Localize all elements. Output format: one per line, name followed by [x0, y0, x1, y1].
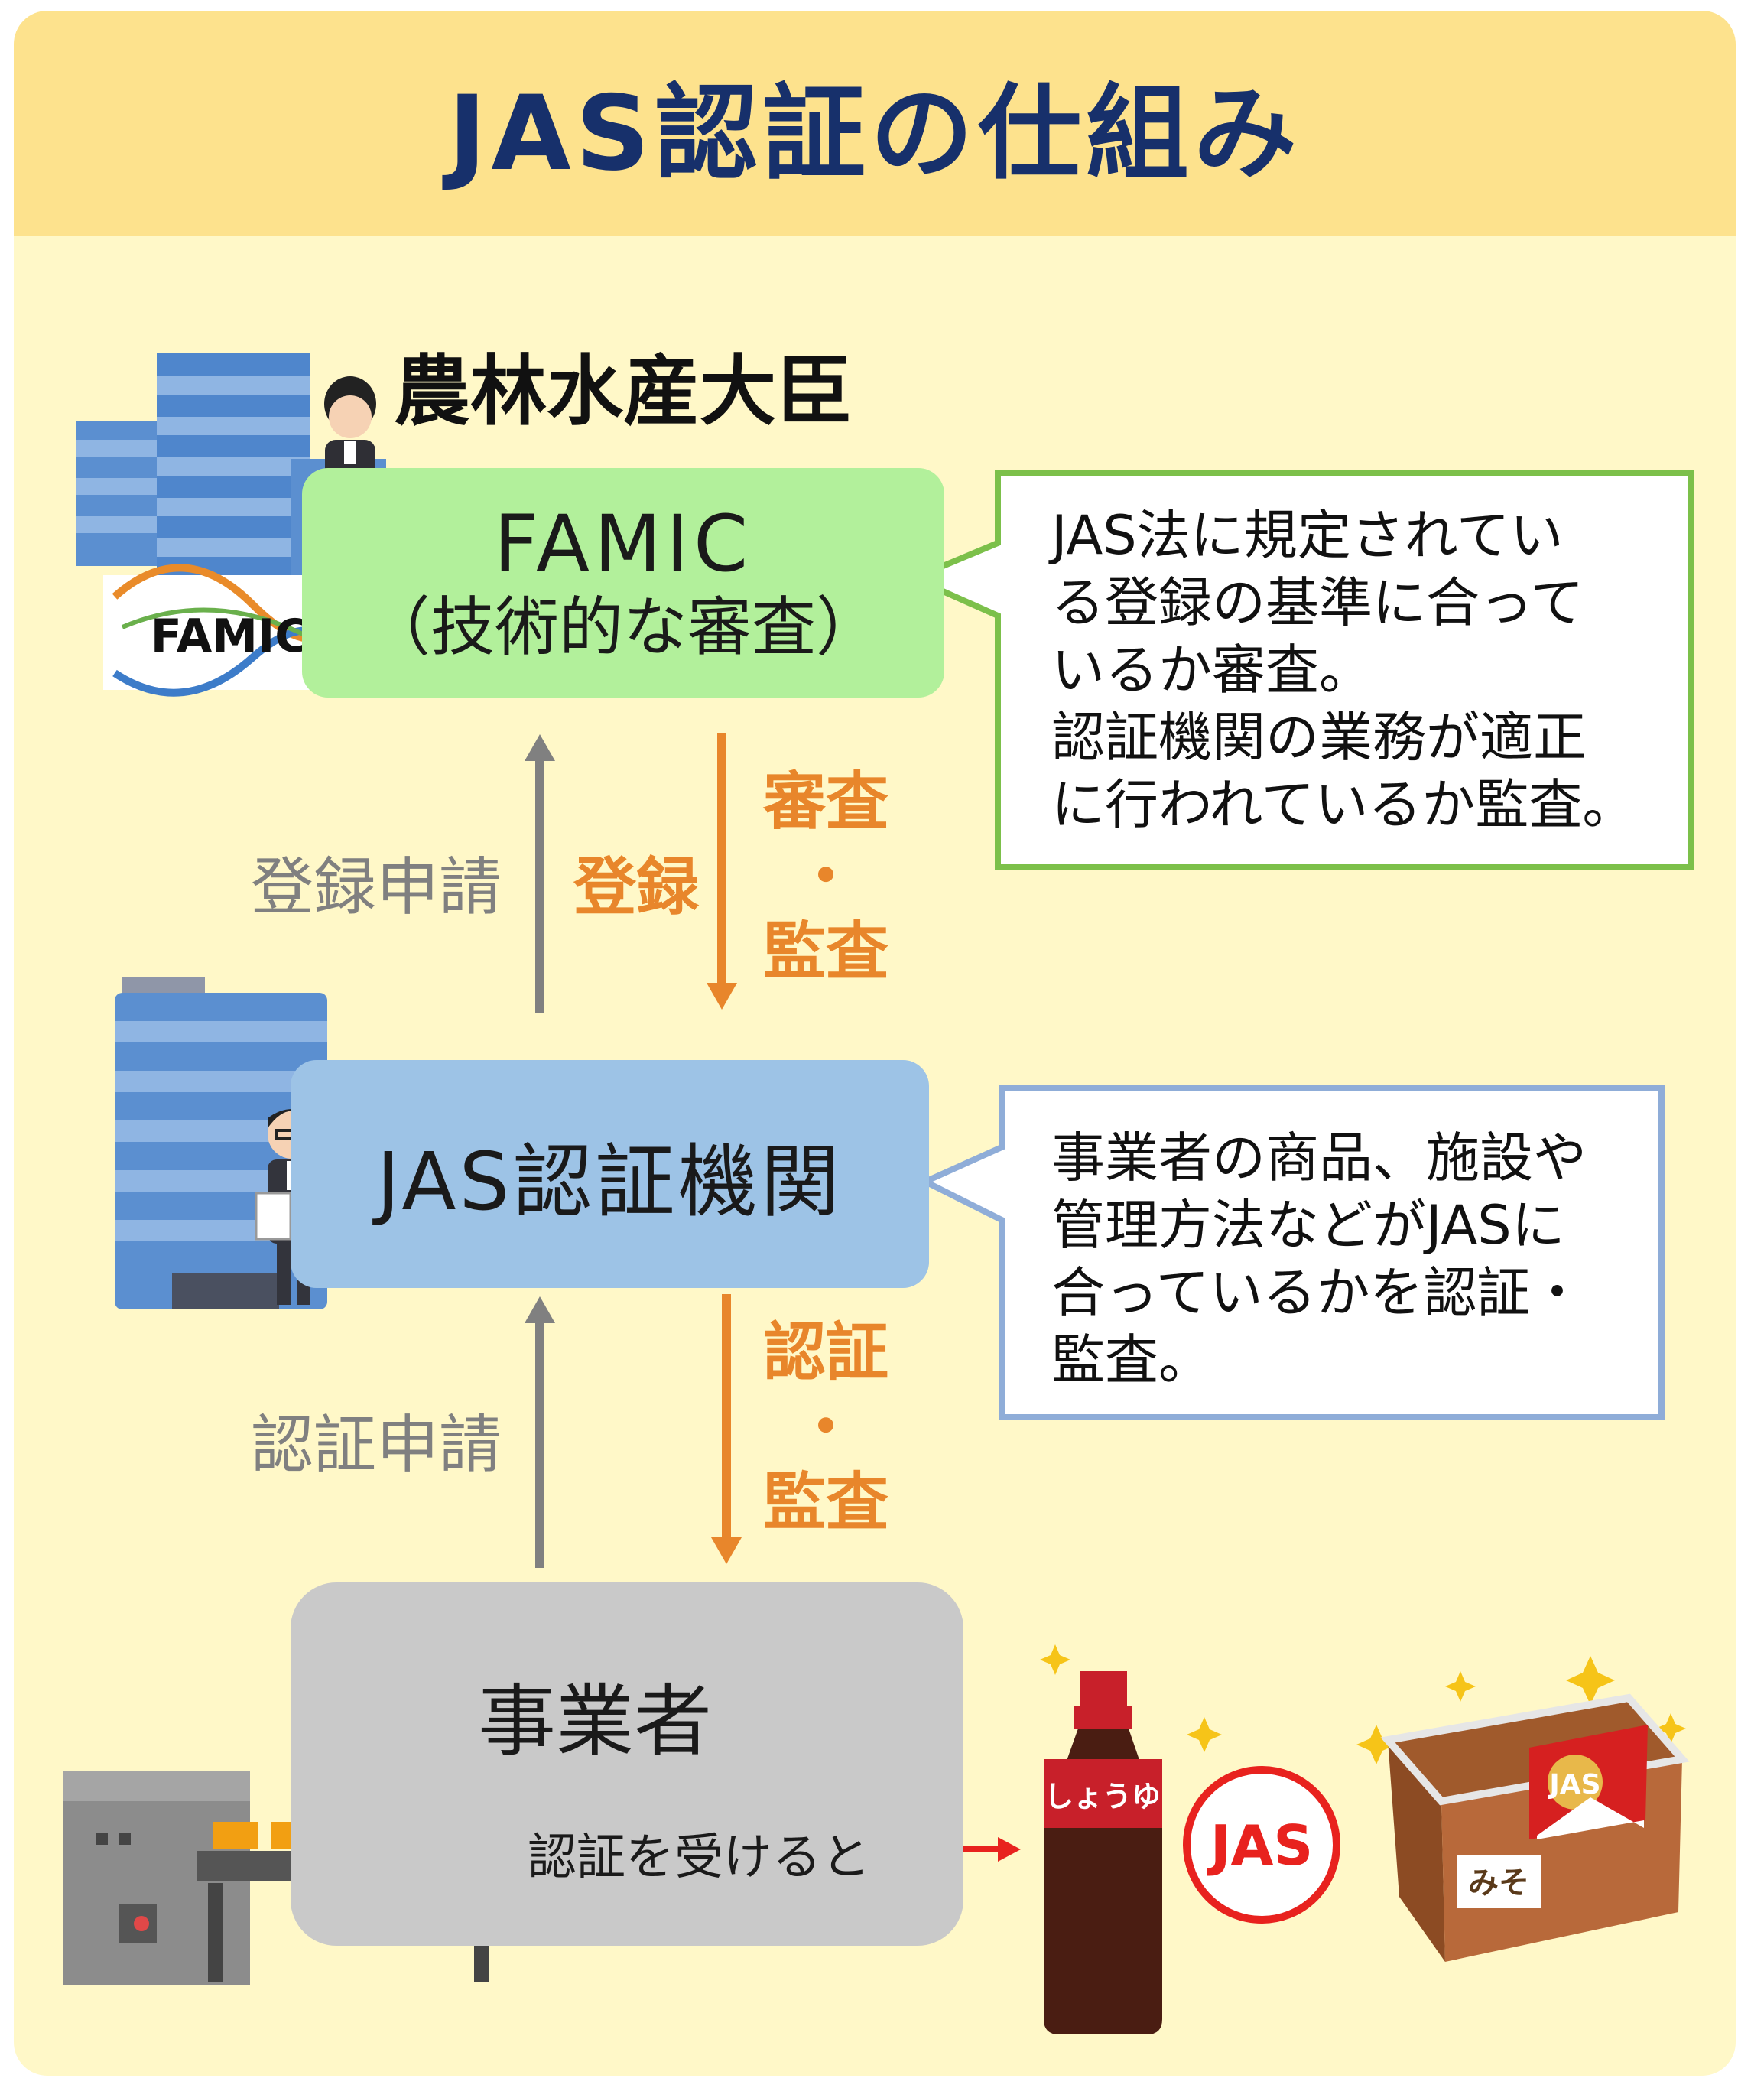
famic-callout-line: JAS法に規定されてい [1051, 504, 1564, 567]
svg-text:JAS: JAS [1547, 1769, 1600, 1800]
arrow-audit-down [707, 733, 737, 1010]
cert-audit-label-line: ・ [794, 1391, 857, 1464]
title-banner [14, 11, 1736, 236]
famic-callout-line: に行われているか監査。 [1051, 773, 1636, 836]
business-note: 認証を受けると [528, 1829, 870, 1886]
jas-callout-line: 事業者の商品、施設や [1051, 1127, 1587, 1189]
soy-sauce-bottle-icon: しょうゆ [1044, 1671, 1162, 2034]
business-box: 事業者 認証を受けると [291, 1582, 963, 1946]
famic-subtitle: （技術的な審査） [365, 590, 880, 665]
famic-name: FAMIC [493, 498, 753, 590]
famic-box: FAMIC （技術的な審査） [302, 468, 944, 698]
svg-text:FAMIC: FAMIC [151, 610, 309, 663]
arrow-cert-apply [525, 1296, 555, 1568]
jas-callout-text: 事業者の商品、施設や 管理方法などがJASに 合っているかを認証・ 監査。 [1051, 1124, 1587, 1394]
svg-text:しょうゆ: しょうゆ [1044, 1780, 1161, 1813]
audit-label-line: ・ [794, 841, 857, 913]
arrow-cert-down [711, 1294, 742, 1564]
register-label: 登録 [573, 851, 700, 924]
audit-label-line: 監査 [762, 916, 888, 988]
register-apply-label: 登録申請 [251, 851, 502, 924]
audit-label: 審査 ・ 監査 [757, 765, 895, 990]
business-name: 事業者 [478, 1677, 712, 1768]
famic-callout-line: いるか審査。 [1051, 639, 1373, 701]
jas-callout-line: 管理方法などがJASに [1051, 1194, 1565, 1257]
jas-body-name: JAS認証機関 [376, 1134, 843, 1228]
audit-label-line: 審査 [762, 766, 888, 838]
jas-callout-line: 監査。 [1051, 1329, 1212, 1391]
cert-apply-label: 認証申請 [251, 1409, 502, 1481]
page-title: JAS認証の仕組み [448, 73, 1301, 194]
minister-label: 農林水産大臣 [394, 346, 853, 436]
arrow-register-apply [525, 734, 555, 1013]
famic-callout-line: る登録の基準に合って [1051, 571, 1584, 634]
cert-audit-label-line: 監査 [762, 1466, 888, 1539]
jas-body-box: JAS認証機関 [291, 1060, 929, 1288]
cert-audit-label-line: 認証 [762, 1316, 888, 1389]
cert-audit-label: 認証 ・ 監査 [757, 1316, 895, 1540]
famic-callout-line: 認証機関の業務が適正 [1051, 706, 1587, 769]
famic-callout-shape [905, 470, 1694, 870]
jas-mark-icon: JAS [1183, 1766, 1340, 1924]
svg-text:JAS: JAS [1207, 1813, 1313, 1878]
famic-callout-text: JAS法に規定されてい る登録の基準に合って いるか審査。 認証機関の業務が適正… [1051, 502, 1636, 838]
jas-callout-line: 合っているかを認証・ [1051, 1261, 1584, 1324]
miso-container-icon: みそ JAS [1380, 1693, 1690, 1962]
jas-callout-shape [918, 1085, 1665, 1420]
svg-text:みそ: みそ [1468, 1865, 1529, 1901]
sparkle-icon [1040, 1644, 1686, 1764]
